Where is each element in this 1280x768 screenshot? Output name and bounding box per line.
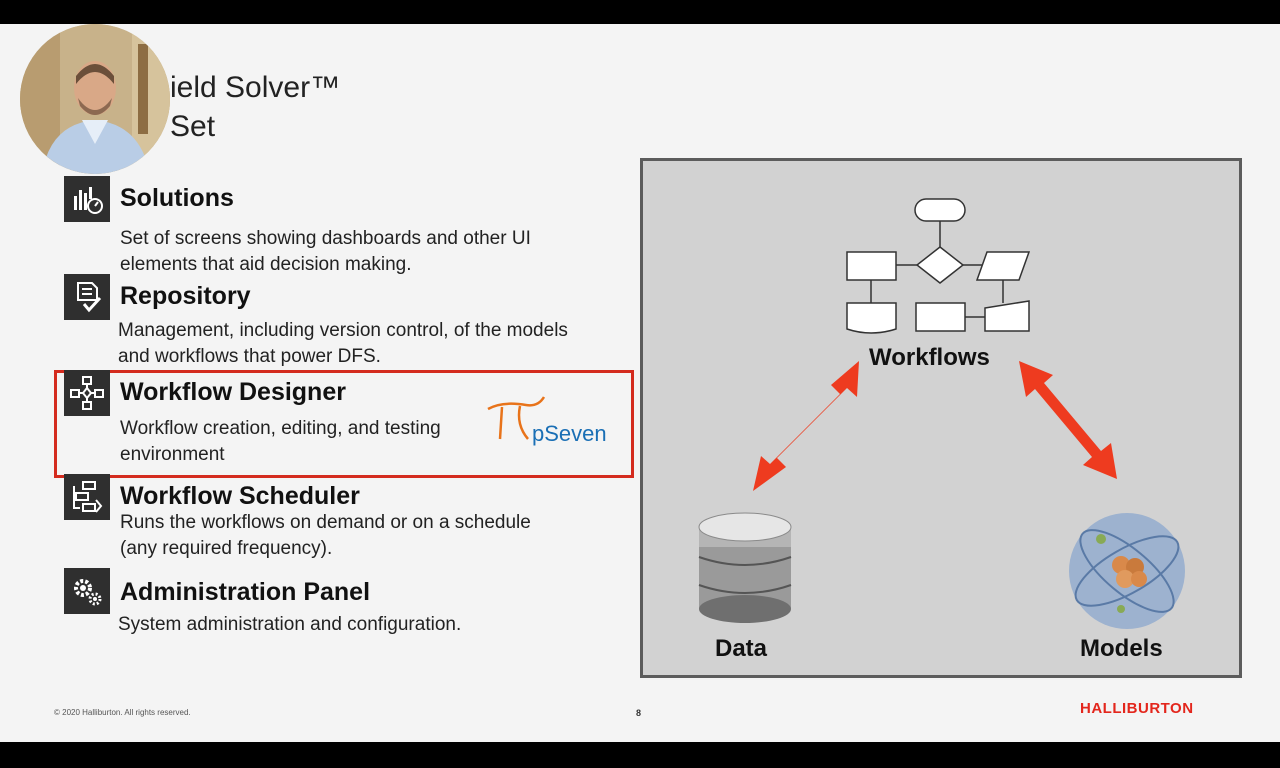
atom-icon (1069, 513, 1185, 629)
feature-description-line: Management, including version control, o… (118, 320, 568, 341)
dashboard-icon (64, 176, 110, 222)
feature-description-line: Set of screens showing dashboards and ot… (120, 228, 531, 249)
feature-heading: Workflow Designer (120, 378, 346, 406)
feature-heading: Administration Panel (120, 578, 371, 606)
feature-heading: Repository (120, 282, 251, 310)
scheduler-icon (64, 474, 110, 520)
feature-description-line: Runs the workflows on demand or on a sch… (120, 512, 531, 533)
data-label: Data (715, 635, 768, 662)
feature-description-line: elements that aid decision making. (120, 254, 412, 275)
gears-icon (64, 568, 110, 614)
feature-description-line: System administration and configuration. (118, 614, 462, 635)
feature-heading: Solutions (120, 184, 234, 212)
database-icon (698, 512, 792, 623)
feature-heading: Workflow Scheduler (120, 482, 360, 510)
slide-title-line2: Set (170, 110, 216, 143)
feature-description-line: Workflow creation, editing, and testing (120, 418, 441, 439)
feature-description: Workflow creation, editing, and testing … (120, 416, 441, 468)
slide-title-line1: ield Solver™ (170, 71, 341, 104)
presentation-slide: ield Solver™ Set Solu (0, 24, 1280, 742)
workflows-label: Workflows (869, 344, 990, 371)
flowchart-icon (64, 370, 110, 416)
pseven-logo-icon (487, 396, 546, 440)
checklist-icon (64, 274, 110, 320)
halliburton-logo: HALLIBURTON (1080, 700, 1194, 717)
feature-description: System administration and configuration. (118, 612, 461, 638)
architecture-diagram: Workflows Data Models (640, 158, 1242, 678)
feature-description-line: and workflows that power DFS. (118, 346, 381, 367)
feature-description: Set of screens showing dashboards and ot… (120, 226, 531, 278)
copyright-text: © 2020 Halliburton. All rights reserved. (54, 708, 191, 717)
feature-description: Runs the workflows on demand or on a sch… (120, 510, 531, 562)
feature-description-line: (any required frequency). (120, 538, 333, 559)
pseven-logo-text: pSeven (532, 421, 607, 446)
double-arrow-icon (753, 361, 1117, 491)
presenter-webcam (20, 24, 170, 174)
feature-description: Management, including version control, o… (118, 318, 568, 370)
workflow-flowchart-icon (846, 198, 1031, 334)
feature-description-line: environment (120, 444, 225, 465)
slide-title: ield Solver™ Set (170, 68, 340, 146)
page-number: 8 (636, 708, 642, 718)
highlight-box (54, 370, 634, 478)
models-label: Models (1080, 635, 1163, 662)
